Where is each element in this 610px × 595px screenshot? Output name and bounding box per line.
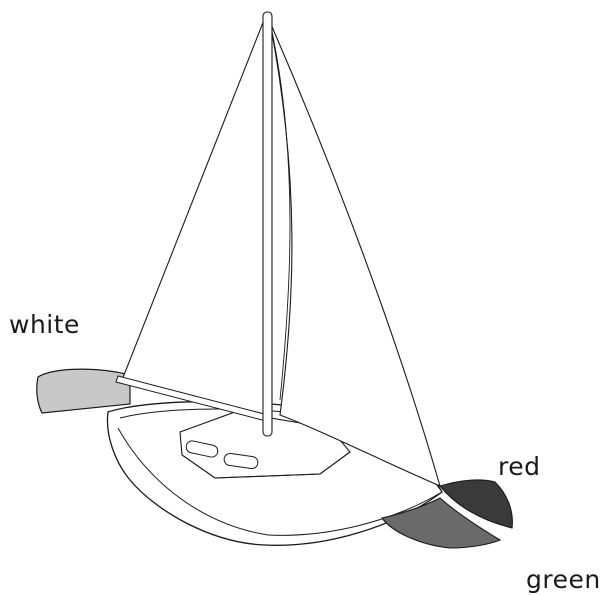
white-light-label: white	[9, 310, 80, 339]
jib	[270, 22, 440, 486]
red-light-label: red	[498, 452, 540, 481]
mast	[263, 12, 272, 436]
white-light-sector	[37, 369, 130, 413]
green-light-label: green	[526, 565, 601, 594]
mainsail	[122, 20, 268, 420]
